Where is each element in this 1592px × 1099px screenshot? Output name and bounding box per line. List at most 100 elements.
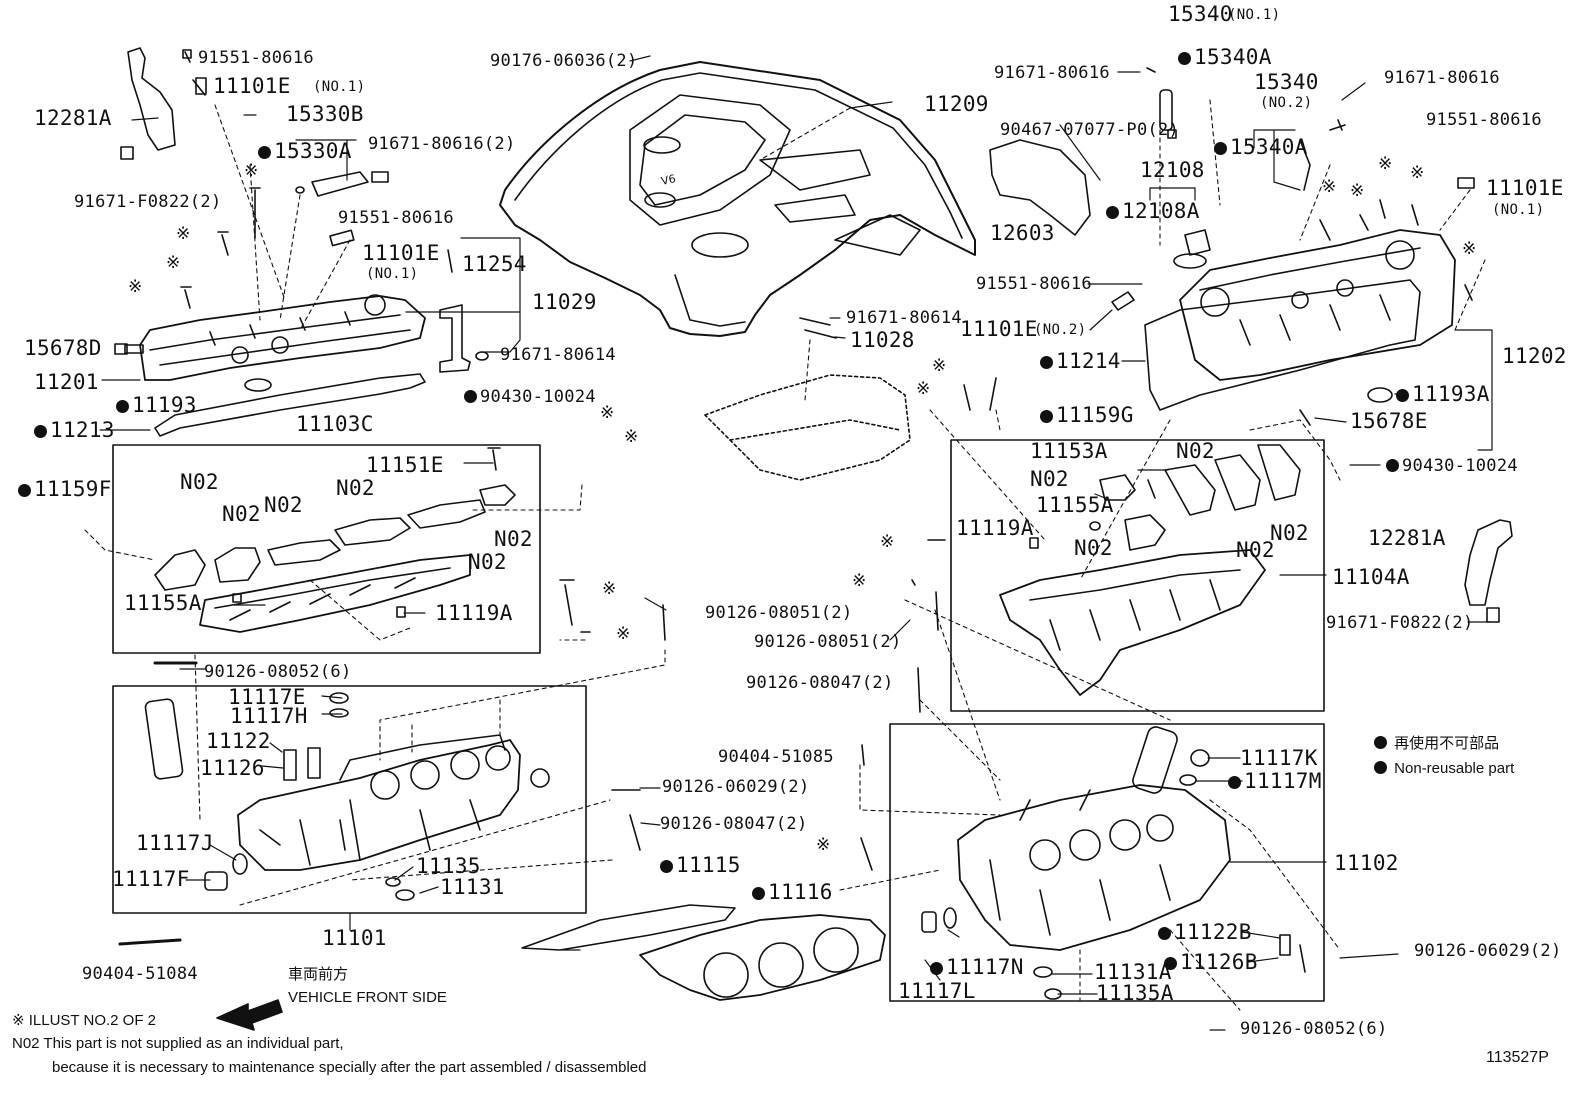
label-90126-08052-6-a: 90126-08052(6) [204,662,352,682]
label-11101e-c: 11101E [1486,176,1564,200]
label-n02-7: N02 [1176,439,1215,463]
non-reusable-dot [1158,927,1171,940]
label-no1-d: (NO.1) [1492,202,1545,218]
label-11104a: 11104A [1332,565,1410,589]
label-91671-f0822-2-a: 91671-F0822(2) [74,192,222,212]
label-11103c: 11103C [296,412,374,436]
label-12108a: 12108A [1106,201,1200,222]
vehicle-front-en: VEHICLE FRONT SIDE [288,989,447,1006]
label-15340-no1: 15340 [1168,2,1233,26]
label-91671-80616-b: 91671-80616 [1384,68,1500,88]
label-no2-b: (NO.2) [1034,322,1087,338]
tube-11122 [144,698,184,780]
illust-mark: ※ [1350,181,1365,200]
illust-mark: ※ [1322,177,1337,196]
label-11135a: 11135A [1096,981,1174,1005]
cylinder-head-right-11102 [957,784,1231,951]
diagram-code: 113527P [1486,1049,1549,1066]
label-90404-51084: 90404-51084 [82,964,198,984]
studs-center [559,377,997,871]
label-11151e: 11151E [366,453,444,477]
label-11117l: 11117L [898,979,976,1003]
gasket-11116 [639,914,886,1001]
valve-cover-11202 [1179,229,1456,381]
dashed-guides [84,99,1486,1011]
label-91551-80616-d: 91551-80616 [976,274,1092,294]
box-11103c [112,444,541,654]
label-no1-a: (NO.1) [313,79,366,95]
label-15330b: 15330B [286,102,364,126]
illust-mark: ※ [880,532,895,551]
label-12281a-b: 12281A [1368,526,1446,550]
label-no1-c: (NO.1) [1228,7,1281,23]
label-12603: 12603 [990,221,1055,245]
intake-sketch [704,374,911,481]
label-91551-80616-c: 91551-80616 [1426,110,1542,130]
illust-mark: ※ [916,379,931,398]
label-n02-4: N02 [336,476,375,500]
footnote-illust: ※ ILLUST NO.2 OF 2 [12,1012,157,1029]
label-11135-a: 11135 [416,854,481,878]
label-11117n: 11117N [930,957,1024,978]
label-90467-07077-p0-2: 90467-07077-P0(2) [1000,120,1180,140]
label-11193: 11193 [116,395,197,416]
label-12281a-a: 12281A [34,106,112,130]
label-91671-80614-a: 91671-80614 [500,345,616,365]
label-90126-08047-2-b: 90126-08047(2) [746,673,894,693]
label-11122: 11122 [206,729,271,753]
label-n02-8: N02 [1030,467,1069,491]
illust-mark: ※ [1462,239,1477,258]
non-reusable-dot [116,400,129,413]
label-11119a-a: 11119A [435,601,513,625]
label-90404-51085: 90404-51085 [718,747,834,767]
label-90126-08051-2-a: 90126-08051(2) [705,603,853,623]
label-11213: 11213 [34,420,115,441]
non-reusable-dot [1040,356,1053,369]
label-90430-10024-b: 90430-10024 [1386,458,1518,475]
label-15678d: 15678D [24,336,102,360]
non-reusable-dot [752,887,765,900]
non-reusable-dot [1396,389,1409,402]
sensors-right [1111,67,1475,426]
illust-mark: ※ [1410,163,1425,182]
cam-housing-right [999,444,1301,696]
label-11101: 11101 [322,926,387,950]
label-15340a-a: 15340A [1178,47,1272,68]
label-11028: 11028 [850,328,915,352]
legend-jp: 再使用不可部品 [1374,736,1499,751]
cam-housing-left [154,447,516,633]
legend-en: Non-reusable part [1374,761,1514,776]
label-11117k: 11117K [1240,746,1318,770]
illust-mark: ※ [166,253,181,272]
legend-dot [1374,761,1387,774]
label-90126-08047-2-a: 90126-08047(2) [660,814,808,834]
label-11155a-a: 11155A [124,591,202,615]
label-11117f: 11117F [112,867,190,891]
non-reusable-dot [34,425,47,438]
gasket-11213 [154,373,426,437]
label-no1-b: (NO.1) [366,266,419,282]
footnote-n02-line2: because it is necessary to maintenance s… [52,1059,647,1076]
cylinder-head-left-11101 [237,734,521,871]
non-reusable-dot [930,962,943,975]
leader-lines [99,55,1493,1031]
label-15330a: 15330A [258,141,352,162]
gasket-11115 [521,904,736,951]
label-n02-6: N02 [468,550,507,574]
label-11131-a: 11131 [440,875,505,899]
label-11117j: 11117J [136,831,214,855]
label-11117m: 11117M [1228,771,1322,792]
illust-mark: ※ [616,624,631,643]
legend-dot [1374,736,1387,749]
label-11254: 11254 [462,252,527,276]
label-11201: 11201 [34,370,99,394]
bracket-12281a-right [1464,519,1513,606]
illust-mark: ※ [128,277,143,296]
illust-mark: ※ [244,161,259,180]
label-91671-80616-2: 91671-80616(2) [368,134,516,154]
label-n02-5: N02 [494,527,533,551]
label-12108: 12108 [1140,158,1205,182]
label-91671-80616-a: 91671-80616 [994,63,1110,83]
label-90430-10024-a: 90430-10024 [464,389,596,406]
